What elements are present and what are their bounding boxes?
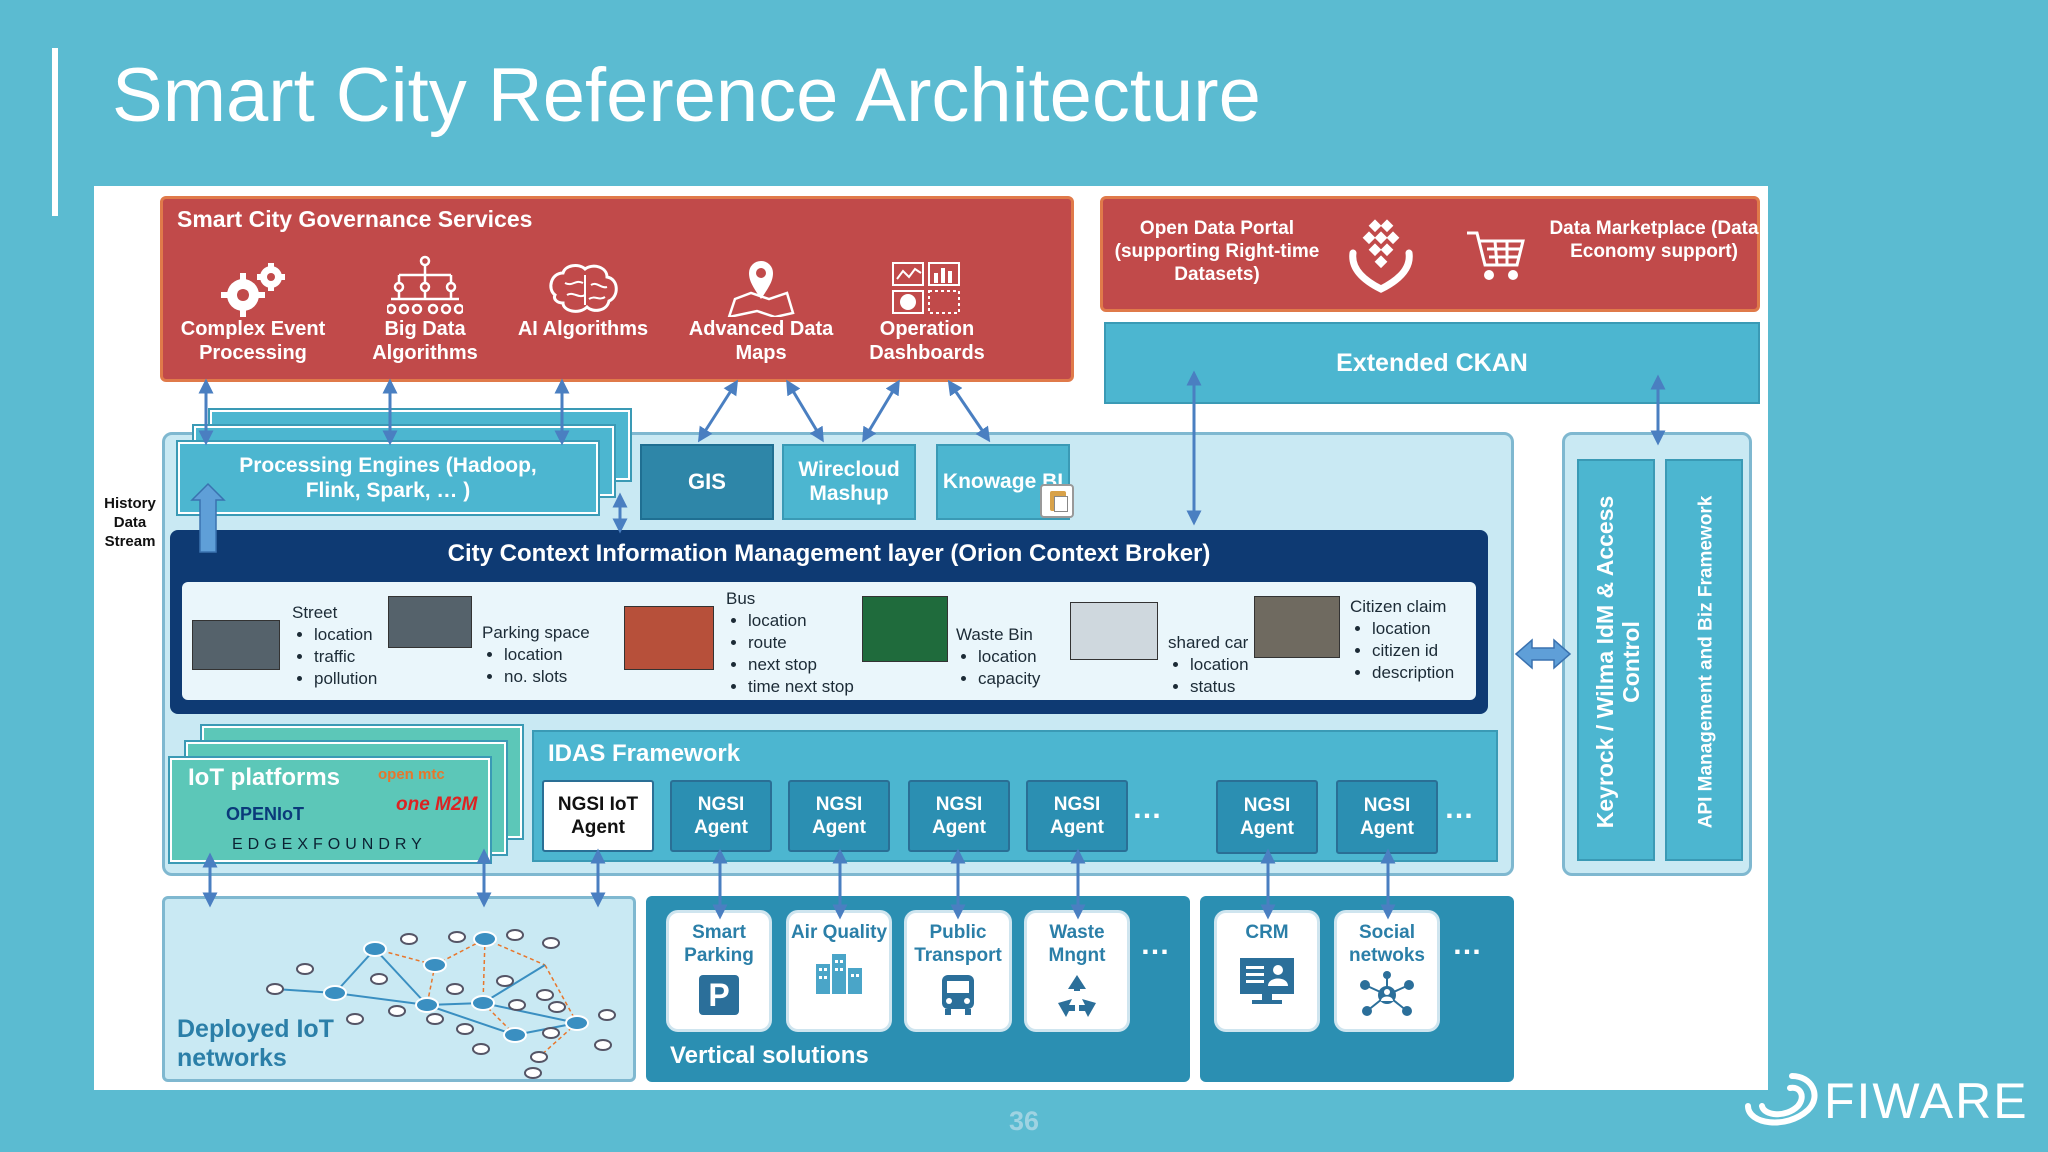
vertical-solutions: Smart Parking P Air Quality Public Trans… (646, 896, 1190, 1082)
fiware-logo-text: FIWARE (1824, 1073, 2029, 1129)
vertical-label: Public Transport (914, 922, 1002, 966)
iot-platforms-title: IoT platforms (188, 764, 341, 791)
shopping-cart-icon (1467, 231, 1525, 280)
street-photo (192, 620, 280, 670)
social-network-icon (1360, 971, 1414, 1016)
gov-item-label: Big Data Algorithms (372, 318, 478, 364)
openiot-logo: OPENIoT (226, 804, 305, 824)
open-data-portal-label: Open Data Portal (supporting Right-time … (1114, 218, 1320, 285)
gov-item-label: AI Algorithms (517, 318, 649, 340)
slide-title: Smart City Reference Architecture (112, 53, 1261, 138)
entity-street: Street locationtrafficpollution (292, 602, 377, 690)
ngsi-iot-agent: NGSI IoT Agent (542, 780, 654, 852)
idm-access-control: Keyrock / Wilma IdM & Access Control (1577, 459, 1655, 861)
others-ellipsis: … (1452, 928, 1486, 961)
governance-title: Smart City Governance Services (177, 206, 533, 232)
dashboard-icon (892, 262, 960, 314)
entity-bus: Bus locationroutenext stoptime next stop (726, 588, 854, 698)
gov-item-cep: Complex Event Processing (169, 261, 337, 365)
brain-icon (549, 264, 618, 313)
ngsi-agent: NGSI Agent (1336, 780, 1438, 854)
extended-ckan: Extended CKAN (1104, 322, 1760, 404)
bus-photo (624, 606, 714, 670)
network-graph-icon (266, 929, 616, 1079)
shared-car-photo (1070, 602, 1158, 660)
processing-engines: Processing Engines (Hadoop, Flink, Spark… (176, 440, 600, 516)
title-accent-bar (52, 48, 58, 216)
vertical-waste-mngnt: Waste Mngnt (1024, 910, 1130, 1032)
entity-shared-car: shared car locationstatus (1168, 632, 1249, 698)
vertical-public-transport: Public Transport (904, 910, 1012, 1032)
vertical-smart-parking: Smart Parking P (666, 910, 772, 1032)
agents-ellipsis: … (1444, 792, 1478, 825)
gov-item-dashboards: Operation Dashboards (843, 259, 1011, 365)
entity-citizen-claim: Citizen claim locationcitizen iddescript… (1350, 596, 1454, 684)
gov-item-bigdata: Big Data Algorithms (341, 255, 509, 365)
ngsi-agent: NGSI Agent (670, 780, 772, 852)
parking-photo (388, 596, 472, 648)
gov-item-ai: AI Algorithms (499, 261, 667, 341)
ngsi-agent: NGSI Agent (1026, 780, 1128, 852)
deployed-iot-networks: Deployed IoT networks (162, 896, 636, 1082)
agents-ellipsis: … (1132, 792, 1166, 825)
security-panel: Keyrock / Wilma IdM & Access Control API… (1562, 432, 1752, 876)
gov-item-label: Operation Dashboards (869, 318, 985, 364)
deployed-iot-networks-label: Deployed IoT networks (177, 1015, 334, 1072)
context-broker-title: City Context Information Management laye… (447, 540, 1211, 567)
clipboard-icon (1040, 484, 1074, 518)
data-marketplace-label: Data Marketplace (Data Economy support) (1549, 218, 1759, 262)
recycle-icon (1058, 975, 1096, 1017)
open-data-hand-icon (1349, 219, 1413, 293)
ngsi-agent: NGSI Agent (788, 780, 890, 852)
citizen-claim-photo (1254, 596, 1340, 658)
crm-label: CRM (1245, 922, 1289, 943)
other-solutions: CRM Social netwoks … (1200, 896, 1514, 1082)
fiware-swirl-icon (1745, 1073, 1818, 1126)
open-data-panel: Open Data Portal (supporting Right-time … (1100, 196, 1760, 312)
idm-label: Keyrock / Wilma IdM & Access Control (1592, 495, 1644, 829)
entity-parking-space: Parking space locationno. slots (482, 622, 590, 688)
onem2m-logo: one M2M (396, 794, 478, 815)
gov-item-maps: Advanced Data Maps (677, 255, 845, 365)
gears-icon (221, 263, 285, 317)
ngsi-agent: NGSI Agent (908, 780, 1010, 852)
context-entities: Street locationtrafficpollution Parking … (182, 582, 1476, 700)
iot-platforms: IoT platforms open mtc OPENIoT one M2M E… (168, 756, 492, 864)
social-networks-card: Social netwoks (1334, 910, 1440, 1032)
entity-waste-bin: Waste Bin locationcapacity (956, 624, 1040, 690)
idas-framework: IDAS Framework NGSI IoT Agent NGSI Agent… (532, 730, 1498, 862)
vertical-solutions-label: Vertical solutions (670, 1042, 869, 1069)
governance-panel: Smart City Governance Services Complex E… (160, 196, 1074, 382)
api-management: API Management and Biz Framework (1665, 459, 1743, 861)
wirecloud-box: Wirecloud Mashup (782, 444, 916, 520)
api-label: API Management and Biz Framework (1695, 495, 1717, 829)
edgex-foundry-logo: EDGEXFOUNDRY (232, 836, 427, 853)
map-pin-icon (727, 261, 795, 317)
vertical-ellipsis: … (1140, 928, 1174, 961)
idas-title: IDAS Framework (548, 740, 741, 767)
knowage-box: Knowage BI (936, 444, 1070, 520)
open-mtc-logo: open mtc (378, 766, 445, 783)
bus-icon (942, 975, 974, 1015)
context-broker-layer: City Context Information Management laye… (170, 530, 1488, 714)
vertical-label: Smart Parking (684, 922, 754, 966)
gov-item-label: Advanced Data Maps (688, 318, 834, 364)
waste-bin-photo (862, 596, 948, 662)
parking-icon: P (699, 975, 739, 1015)
crm-icon (1240, 958, 1294, 1004)
vertical-label: Air Quality (790, 922, 888, 943)
social-networks-label: Social netwoks (1348, 922, 1426, 966)
fiware-logo: FIWARE (1740, 1066, 2040, 1132)
building-icon (816, 954, 862, 994)
hierarchy-icon (387, 255, 463, 315)
gis-box: GIS (640, 444, 774, 520)
ngsi-agent: NGSI Agent (1216, 780, 1318, 854)
vertical-label: Waste Mngnt (1048, 922, 1106, 966)
page-number: 36 (1008, 1106, 1040, 1136)
vertical-air-quality: Air Quality (786, 910, 892, 1032)
crm-card: CRM (1214, 910, 1320, 1032)
history-data-stream-label: History Data Stream (104, 495, 156, 550)
gov-item-label: Complex Event Processing (180, 318, 326, 364)
